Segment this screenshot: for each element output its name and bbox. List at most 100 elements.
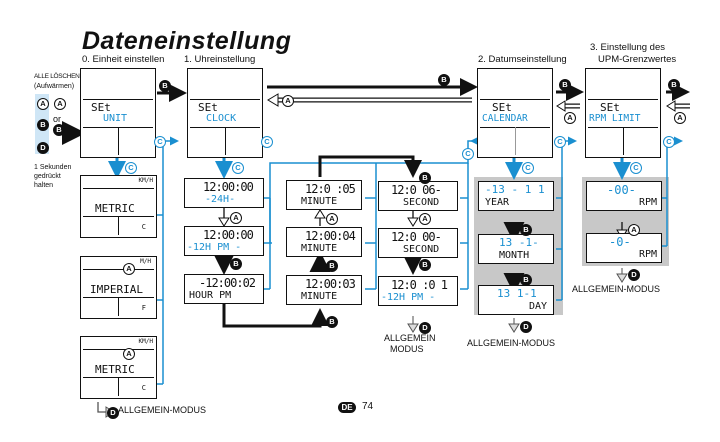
set-calendar-label: CALENDAR	[482, 113, 528, 124]
button-b-icon: B	[520, 274, 532, 286]
calendar-value: -13 - 1 1	[485, 183, 545, 196]
temp-unit: F	[141, 304, 146, 312]
clock-mode-label-line1: ALLGEMEIN	[384, 333, 436, 343]
step-0-heading: 0. Einheit einstellen	[82, 54, 165, 65]
clock-field: MINUTE	[301, 196, 338, 207]
hold-instruction-2: gedrückt	[34, 173, 61, 180]
reset-subtitle: (Aufwärmen)	[34, 83, 75, 90]
set-label: SEt	[492, 101, 512, 114]
button-b-icon: B	[326, 260, 338, 272]
clock-format: -12H PM -	[187, 242, 242, 253]
clock-minute-screen-3: 12:00:03 MINUTE	[286, 275, 362, 305]
button-a-icon: A	[326, 213, 338, 225]
calendar-year-screen: -13 - 1 1 YEAR	[478, 181, 554, 211]
button-b-icon: B	[159, 80, 171, 92]
button-a-icon: A	[37, 98, 49, 110]
clock-time: 12:00:00	[203, 180, 254, 194]
set-label: SEt	[600, 101, 620, 114]
button-a-icon: A	[123, 348, 135, 360]
button-d-icon: D	[628, 269, 640, 281]
hold-instruction-1: 1 Sekunden	[34, 164, 72, 171]
calendar-value: 13 1-1	[497, 287, 537, 300]
unit-screen-metric-2: KM/H METRIC C	[80, 336, 157, 399]
speed-unit: M/H	[140, 258, 151, 265]
a-arrow-calendar-to-clock	[267, 93, 472, 107]
language-badge: DE	[338, 402, 356, 413]
set-label: SEt	[198, 101, 218, 114]
calendar-value: 13 -1-	[499, 236, 539, 249]
button-d-icon: D	[419, 322, 431, 334]
page-number: 74	[362, 401, 374, 412]
speed-unit: KM/H	[138, 338, 153, 345]
button-b-icon: B	[53, 124, 65, 136]
unit-screen-imperial: M/H IMPERIAL F	[80, 256, 157, 319]
clock-field: MINUTE	[301, 291, 338, 302]
button-d-icon: D	[37, 142, 49, 154]
button-b-icon: B	[419, 172, 431, 184]
calendar-field: DAY	[528, 301, 547, 312]
set-calendar-screen: SEt CALENDAR	[477, 68, 553, 158]
clock-time: -12:00:02	[199, 276, 256, 290]
reset-title: ALLE LÖSCHEN	[34, 73, 80, 80]
set-clock-screen: SEt CLOCK	[187, 68, 263, 158]
button-c-icon: C	[125, 162, 137, 174]
calendar-day-screen: 13 1-1 DAY	[478, 285, 554, 315]
set-unit-label: UNIT	[103, 113, 128, 124]
calendar-field: MONTH	[499, 250, 530, 261]
set-label: SEt	[91, 101, 111, 114]
clock-mode-label-line2: MODUS	[390, 344, 424, 354]
unit-label: IMPERIAL	[90, 283, 143, 296]
step-3-heading-line2: UPM-Grenzwertes	[598, 54, 677, 65]
step-2-heading: 2. Datumseinstellung	[478, 54, 567, 65]
clock-hour-screen: -12:00:02 HOUR PM	[184, 274, 264, 304]
button-c-icon: C	[261, 136, 273, 148]
page-title: Dateneinstellung	[82, 27, 292, 55]
hold-instruction-3: halten	[34, 182, 54, 189]
button-a-icon: A	[282, 95, 294, 107]
button-b-icon: B	[668, 79, 680, 91]
button-d-icon: D	[107, 407, 119, 419]
button-a-icon: A	[54, 98, 66, 110]
unit-label: METRIC	[95, 202, 135, 215]
rpm-screen-2: -0- RPM	[586, 233, 662, 263]
set-rpm-screen: SEt RPM LIMIT	[585, 68, 661, 158]
button-b-icon: B	[37, 119, 49, 131]
clock-confirm-screen: 12:0 :0 1 -12H PM -	[378, 276, 458, 306]
rpm-value: -0-	[609, 235, 631, 249]
button-b-icon: B	[559, 79, 571, 91]
unit-label: METRIC	[95, 363, 135, 376]
button-c-icon: C	[154, 136, 166, 148]
rpm-mode-label: ALLGEMEIN-MODUS	[572, 284, 661, 294]
speed-unit: KM/H	[138, 177, 153, 184]
button-a-icon: A	[419, 213, 431, 225]
or-label: or	[53, 114, 62, 124]
button-c-icon: C	[554, 136, 566, 148]
clock-second-screen-1: 12:0 06- SECOND	[378, 181, 458, 211]
button-a-icon: A	[123, 263, 135, 275]
button-a-icon: A	[628, 224, 640, 236]
clock-second-screen-2: 12:0 00- SECOND	[378, 228, 458, 258]
clock-field: SECOND	[403, 197, 440, 208]
calendar-field: YEAR	[485, 197, 510, 208]
unit-mode-label: ALLGEMEIN-MODUS	[118, 405, 207, 415]
clock-time: 12:0 06-	[391, 183, 442, 197]
button-c-icon: C	[232, 162, 244, 174]
clock-format: -12H PM -	[381, 292, 436, 303]
button-c-icon: C	[630, 162, 642, 174]
clock-time: 12:0 :05	[305, 182, 356, 196]
button-b-icon: B	[230, 258, 242, 270]
clock-format: -24H-	[205, 194, 236, 205]
calendar-mode-label: ALLGEMEIN-MODUS	[467, 338, 556, 348]
clock-time: 12:00:00	[203, 228, 254, 242]
rpm-unit: RPM	[638, 249, 657, 260]
button-c-icon: C	[462, 148, 474, 160]
a-arrow-rpm-in	[666, 100, 690, 112]
clock-field: SECOND	[403, 244, 440, 255]
button-a-icon: A	[564, 112, 576, 124]
button-d-icon: D	[520, 321, 532, 333]
rpm-unit: RPM	[638, 197, 657, 208]
set-rpm-label: RPM LIMIT	[589, 113, 641, 124]
unit-screen-metric: KM/H METRIC C	[80, 175, 157, 238]
clock-field: HOUR PM	[189, 290, 232, 301]
button-c-icon: C	[522, 162, 534, 174]
